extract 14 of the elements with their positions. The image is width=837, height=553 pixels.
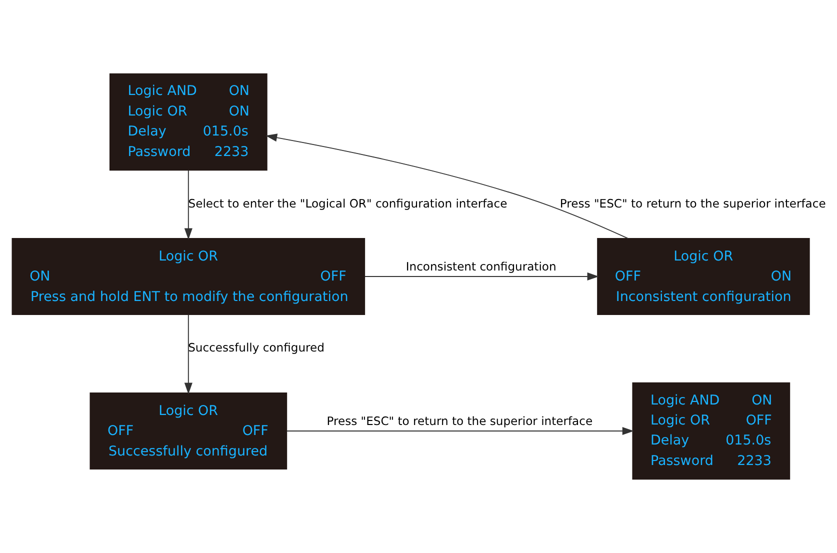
arrow bbox=[364, 272, 599, 281]
edge-label: Inconsistent configuration bbox=[406, 259, 556, 274]
edge-label: Press "ESC" to return to the superior interface bbox=[326, 414, 593, 428]
node-box: Logic OR OFF ON Inconsistent configuration bbox=[597, 238, 810, 315]
arrow bbox=[184, 314, 192, 394]
node-box: Logic AND ON Logic OR ON Delay 015.0s Password 2233 bbox=[109, 73, 268, 171]
arrow bbox=[286, 426, 634, 436]
node-box: Logic OR ON OFF Press and hold ENT to modify the configuration bbox=[12, 238, 366, 315]
node-box: Logic OR OFF OFF Successfully configured bbox=[90, 392, 288, 470]
edge-label: Press "ESC" to return to the superior interface bbox=[560, 196, 826, 210]
node-box: Logic AND ON Logic OR OFF Delay 015.0s Password 2233 bbox=[632, 382, 790, 480]
arrow bbox=[266, 134, 628, 239]
edge-label: Select to enter the "Logical OR" configuration interface bbox=[188, 196, 508, 210]
arrow bbox=[184, 170, 192, 240]
